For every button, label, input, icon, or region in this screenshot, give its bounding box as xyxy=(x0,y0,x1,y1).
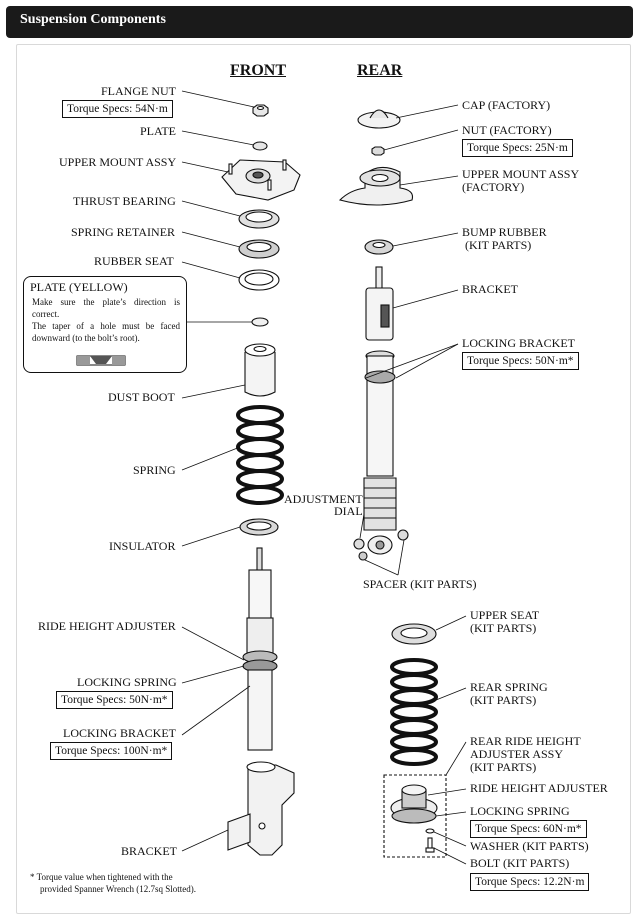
front-column-heading: FRONT xyxy=(230,62,286,79)
front-damper-part xyxy=(242,547,278,751)
bump-rubber-label-2: (KIT PARTS) xyxy=(462,238,532,252)
front-rubber-seat-part xyxy=(238,269,280,291)
rear-upper-mount-label-2: (FACTORY) xyxy=(462,180,525,194)
front-insulator-part xyxy=(239,518,279,536)
rear-spring-part xyxy=(390,658,438,766)
plate-note-line-2: The taper of a hole must be faced downwa… xyxy=(32,321,180,343)
plate-taper-icon xyxy=(76,355,126,366)
rear-washer-part xyxy=(425,828,435,834)
insulator-label: INSULATOR xyxy=(109,539,176,553)
rear-bolt-part xyxy=(425,837,435,853)
front-thrust-bearing-part xyxy=(238,209,280,229)
rubber-seat-label: RUBBER SEAT xyxy=(94,254,174,268)
front-ride-height-adjuster-label: RIDE HEIGHT ADJUSTER xyxy=(38,619,176,633)
upper-seat-label-1: UPPER SEAT xyxy=(470,608,540,622)
rear-bump-rubber-part xyxy=(364,239,394,255)
adjuster-assy-label-3: (KIT PARTS) xyxy=(470,760,537,774)
plate-note-title: PLATE (YELLOW) xyxy=(30,280,128,294)
rear-column-heading: REAR xyxy=(357,62,403,79)
rear-locking-bracket-torque-box: Torque Specs: 50N·m* xyxy=(462,352,579,370)
rear-adjuster-assy-box xyxy=(383,774,447,858)
front-spring-retainer-part xyxy=(238,239,280,259)
front-yellow-plate-part xyxy=(251,317,269,327)
rear-cap-part xyxy=(357,109,401,129)
footnote: * Torque value when tightened with the p… xyxy=(30,871,196,895)
spacer-label: SPACER (KIT PARTS) xyxy=(363,577,477,591)
front-spring-part xyxy=(236,405,284,505)
front-bracket-label: BRACKET xyxy=(121,844,178,858)
front-bracket-part xyxy=(227,761,295,856)
front-locking-bracket-torque-box: Torque Specs: 100N·m* xyxy=(50,742,173,760)
upper-seat-label-2: (KIT PARTS) xyxy=(470,621,537,635)
rear-bracket-label: BRACKET xyxy=(462,282,519,296)
front-locking-spring-torque-box: Torque Specs: 50N·m* xyxy=(56,691,173,709)
front-plate-part xyxy=(252,141,268,151)
bolt-label: BOLT (KIT PARTS) xyxy=(470,856,570,870)
rear-spring-label-2: (KIT PARTS) xyxy=(470,693,537,707)
rear-ride-height-adjuster-part xyxy=(390,784,438,824)
front-dust-boot-part xyxy=(244,343,276,397)
upper-mount-label: UPPER MOUNT ASSY xyxy=(59,155,177,169)
thrust-bearing-label: THRUST BEARING xyxy=(73,194,176,208)
diagram-frame xyxy=(16,44,631,914)
adjustment-dial-label-2: DIAL xyxy=(334,504,363,518)
flange-nut-label: FLANGE NUT xyxy=(101,84,176,98)
plate-note-line-1: Make sure the plate’s direction is corre… xyxy=(32,297,180,319)
rear-upper-mount-label-1: UPPER MOUNT ASSY xyxy=(462,167,580,181)
rear-locking-spring-label: LOCKING SPRING xyxy=(470,804,570,818)
dust-boot-label: DUST BOOT xyxy=(108,390,175,404)
rear-nut-label: NUT (FACTORY) xyxy=(462,123,552,137)
spring-retainer-label: SPRING RETAINER xyxy=(71,225,176,239)
rear-damper-part xyxy=(353,350,409,561)
plate-label: PLATE xyxy=(140,124,176,138)
adjuster-assy-label-1: REAR RIDE HEIGHT xyxy=(470,734,581,748)
rear-nut-torque-box: Torque Specs: 25N·m xyxy=(462,139,573,157)
front-locking-spring-label: LOCKING SPRING xyxy=(77,675,177,689)
front-flange-nut-part xyxy=(252,104,269,117)
footnote-line-2: provided Spanner Wrench (12.7sq Slotted)… xyxy=(40,884,196,894)
rear-locking-spring-torque-box: Torque Specs: 60N·m* xyxy=(470,820,587,838)
rear-spring-label-1: REAR SPRING xyxy=(470,680,548,694)
rear-nut-part xyxy=(371,146,385,156)
plate-note-body: Make sure the plate’s direction is corre… xyxy=(32,296,180,344)
flange-nut-torque-box: Torque Specs: 54N·m xyxy=(62,100,173,118)
rear-upper-seat-part xyxy=(391,623,437,645)
rear-upper-mount-part xyxy=(338,166,414,206)
cap-label: CAP (FACTORY) xyxy=(462,98,551,112)
rear-ride-height-adjuster-label: RIDE HEIGHT ADJUSTER xyxy=(470,781,608,795)
front-upper-mount-part xyxy=(221,159,301,201)
plate-yellow-note: PLATE (YELLOW) Make sure the plate’s dir… xyxy=(23,276,187,373)
rear-bracket-part xyxy=(365,266,394,341)
bolt-torque-box: Torque Specs: 12.2N·m xyxy=(470,873,590,891)
adjuster-assy-label-2: ADJUSTER ASSY xyxy=(470,747,564,761)
page-header: Suspension Components xyxy=(6,6,633,38)
page-title: Suspension Components xyxy=(20,12,166,27)
rear-locking-bracket-label: LOCKING BRACKET xyxy=(462,336,575,350)
washer-label: WASHER (KIT PARTS) xyxy=(470,839,589,853)
bump-rubber-label-1: BUMP RUBBER xyxy=(462,225,547,239)
front-locking-bracket-label: LOCKING BRACKET xyxy=(63,726,176,740)
adjustment-dial-label-1: ADJUSTMENT xyxy=(284,492,363,506)
spring-label: SPRING xyxy=(133,463,176,477)
footnote-line-1: * Torque value when tightened with the xyxy=(30,872,173,882)
